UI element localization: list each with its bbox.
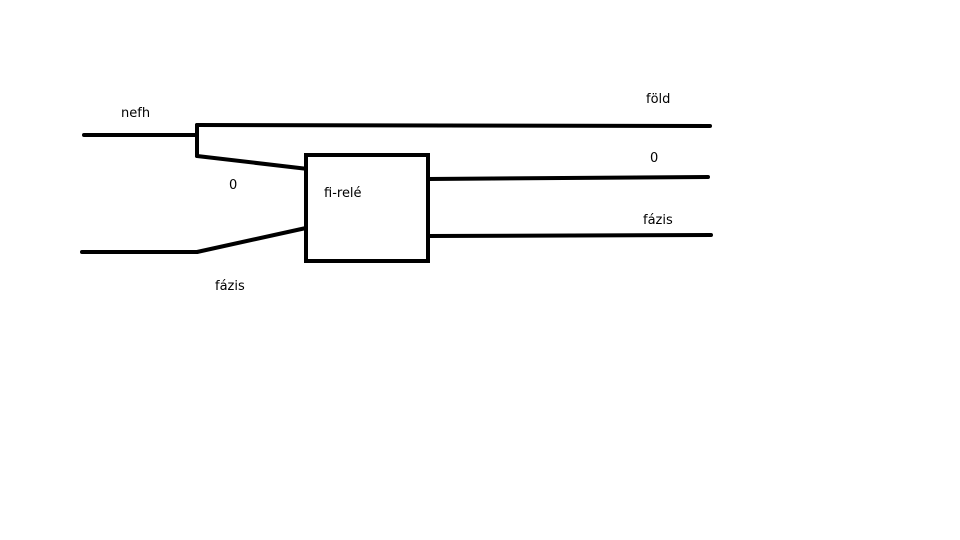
output-phase-wire [426,233,713,238]
label-output-earth: föld [646,92,670,107]
label-output-phase: fázis [643,213,673,228]
label-input-zero: 0 [229,178,237,193]
label-input-phase: fázis [215,279,245,294]
fi-relay-box [304,153,430,263]
label-output-zero: 0 [650,151,658,166]
input-phase-wire-to-relay [195,226,308,254]
label-input-nefh: nefh [121,106,150,121]
output-zero-wire [426,175,710,181]
input-zero-wire [195,154,310,171]
output-earth-wire [195,123,712,128]
relay-label: fi-relé [324,186,362,201]
